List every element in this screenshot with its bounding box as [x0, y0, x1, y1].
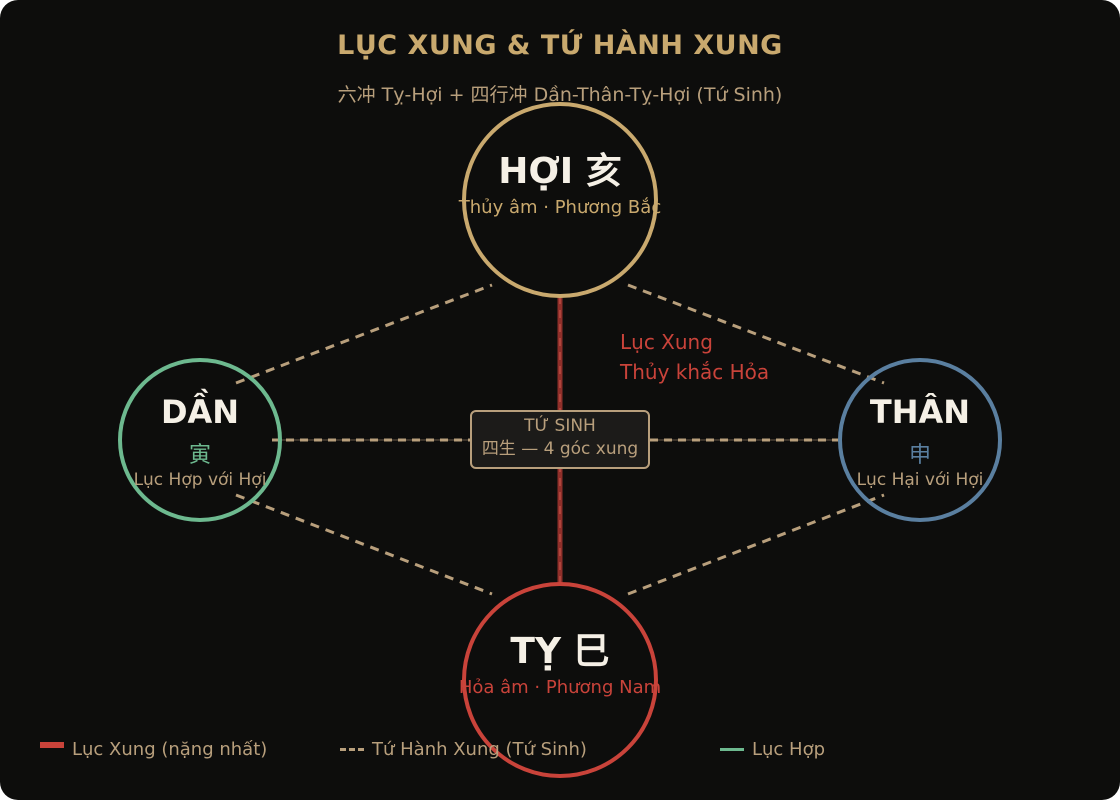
- than-node-circle: [838, 358, 1002, 522]
- legend-item-luc-hop: Lục Hợp: [720, 737, 825, 761]
- diagram-title: LỤC XUNG & TỨ HÀNH XUNG: [337, 30, 783, 61]
- luc-xung-annotation-desc: Thủy khắc Hỏa: [620, 360, 770, 384]
- dan-node-subtitle: Lục Hợp với Hợi: [133, 470, 267, 490]
- dan-node-glyph: 寅: [188, 443, 211, 468]
- legend-item-luc-xung: Lục Xung (nặng nhất): [40, 737, 267, 761]
- tu-sinh-description: 四生 — 4 góc xung: [481, 439, 639, 459]
- solid-green-line-icon: [720, 747, 744, 751]
- hoi-node-name: HỢI 亥: [498, 151, 622, 192]
- ty-node-circle: [462, 582, 658, 778]
- tu-sinh-label-box: TỨ SINH 四生 — 4 góc xung: [470, 410, 650, 469]
- legend-label: Tứ Hành Xung (Tứ Sinh): [372, 738, 587, 760]
- than-node-glyph: 申: [908, 443, 931, 468]
- luc-xung-annotation-title: Lục Xung: [620, 330, 713, 354]
- dashed-line-icon: [340, 747, 364, 751]
- solid-red-line-icon: [40, 742, 64, 748]
- than-node-name: THÂN: [869, 393, 971, 431]
- legend-item-tu-hanh-xung: Tứ Hành Xung (Tứ Sinh): [340, 737, 587, 761]
- dan-ty-line: [235, 493, 493, 596]
- than-node-subtitle: Lục Hại với Hợi: [856, 470, 984, 490]
- hoi-node-circle: [462, 102, 658, 298]
- ty-node-name: TỴ 巳: [510, 631, 610, 672]
- legend-label: Lục Hợp: [752, 738, 826, 760]
- hoi-than-line: [627, 283, 885, 385]
- dan-node-name: DẦN: [160, 393, 240, 431]
- dan-hoi-line: [235, 283, 493, 385]
- dan-node-circle: [118, 358, 282, 522]
- tu-sinh-title: TỨ SINH: [524, 416, 596, 436]
- diagram-subtitle: 六冲 Tỵ-Hợi + 四行冲 Dần-Thân-Tỵ-Hợi (Tứ Sinh…: [337, 84, 783, 106]
- ty-node-subtitle: Hỏa âm · Phương Nam: [458, 677, 662, 698]
- ty-than-line: [627, 493, 885, 596]
- legend-label: Lục Xung (nặng nhất): [72, 738, 268, 760]
- hoi-node-subtitle: Thủy âm · Phương Bắc: [458, 197, 662, 218]
